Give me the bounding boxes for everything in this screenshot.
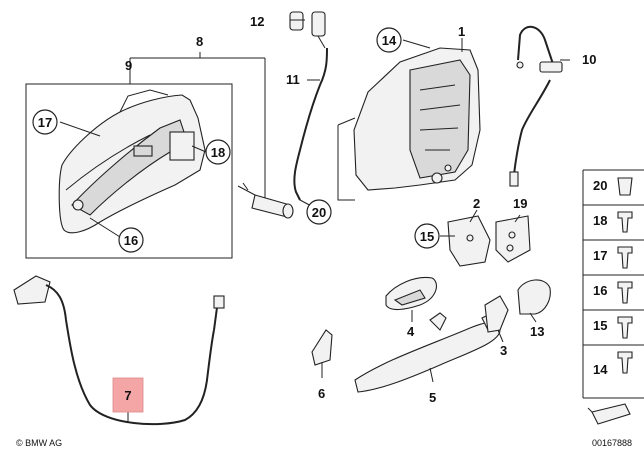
callout-2[interactable]: 2 <box>473 196 480 211</box>
leader-lines <box>59 19 570 422</box>
legend-14[interactable]: 14 <box>593 362 608 377</box>
screw-icon <box>617 351 633 374</box>
svg-text:15: 15 <box>420 229 434 244</box>
group-bracket-8 <box>129 52 266 205</box>
screw-icon <box>617 316 633 339</box>
outer-door-handle[interactable] <box>354 312 501 393</box>
svg-text:7: 7 <box>124 388 131 403</box>
callout-9[interactable]: 9 <box>125 58 132 73</box>
fastener-legend <box>582 169 644 425</box>
svg-text:18: 18 <box>211 145 225 160</box>
callout-10[interactable]: 10 <box>582 52 596 67</box>
callout-12[interactable]: 12 <box>250 14 264 29</box>
callout-1[interactable]: 1 <box>458 24 465 39</box>
callout-15[interactable]: 15 <box>414 223 440 249</box>
brand-label: © BMW AG <box>16 438 62 448</box>
callout-8[interactable]: 8 <box>196 34 203 49</box>
screw-icon <box>617 281 633 304</box>
svg-text:14: 14 <box>382 33 397 48</box>
callout-17[interactable]: 17 <box>32 109 58 135</box>
handle-gasket-4[interactable] <box>385 276 438 311</box>
legend-16[interactable]: 16 <box>593 283 607 298</box>
diagram-id: 00167888 <box>592 438 632 448</box>
cable-7[interactable] <box>13 275 225 426</box>
bracket-2[interactable] <box>447 215 491 267</box>
cover-3[interactable] <box>484 295 509 333</box>
callout-20[interactable]: 20 <box>306 199 332 225</box>
rod-11[interactable] <box>293 47 328 201</box>
gasket-19[interactable] <box>495 215 531 263</box>
callout-14[interactable]: 14 <box>376 27 402 53</box>
door-lock[interactable] <box>337 47 481 201</box>
callout-6[interactable]: 6 <box>318 386 325 401</box>
callout-16[interactable]: 16 <box>118 227 144 253</box>
callout-13[interactable]: 13 <box>530 324 544 339</box>
gasket-6[interactable] <box>311 329 333 366</box>
callout-4[interactable]: 4 <box>407 324 415 339</box>
lock-cylinder[interactable] <box>237 182 294 219</box>
callout-19[interactable]: 19 <box>513 196 527 211</box>
screw-icon <box>617 246 633 269</box>
callout-5[interactable]: 5 <box>429 390 436 405</box>
callout-3[interactable]: 3 <box>500 343 507 358</box>
handle-carrier-frame <box>25 83 233 259</box>
svg-text:20: 20 <box>312 205 326 220</box>
arrow-icon <box>591 403 631 425</box>
callout-18[interactable]: 18 <box>205 139 231 165</box>
svg-text:17: 17 <box>38 115 52 130</box>
legend-20[interactable]: 20 <box>593 178 607 193</box>
callout-11[interactable]: 11 <box>286 72 300 87</box>
legend-17[interactable]: 17 <box>593 248 607 263</box>
screw-icon <box>617 211 633 233</box>
cap-12[interactable] <box>289 11 326 49</box>
svg-text:16: 16 <box>124 233 138 248</box>
bowden-cable-10[interactable] <box>509 25 563 187</box>
legend-15[interactable]: 15 <box>593 318 607 333</box>
clip-icon <box>617 177 633 196</box>
legend-18[interactable]: 18 <box>593 213 607 228</box>
cap-13[interactable] <box>517 279 551 315</box>
handle-carrier[interactable] <box>58 89 206 234</box>
callout-7-highlighted[interactable]: 7 <box>112 377 144 413</box>
